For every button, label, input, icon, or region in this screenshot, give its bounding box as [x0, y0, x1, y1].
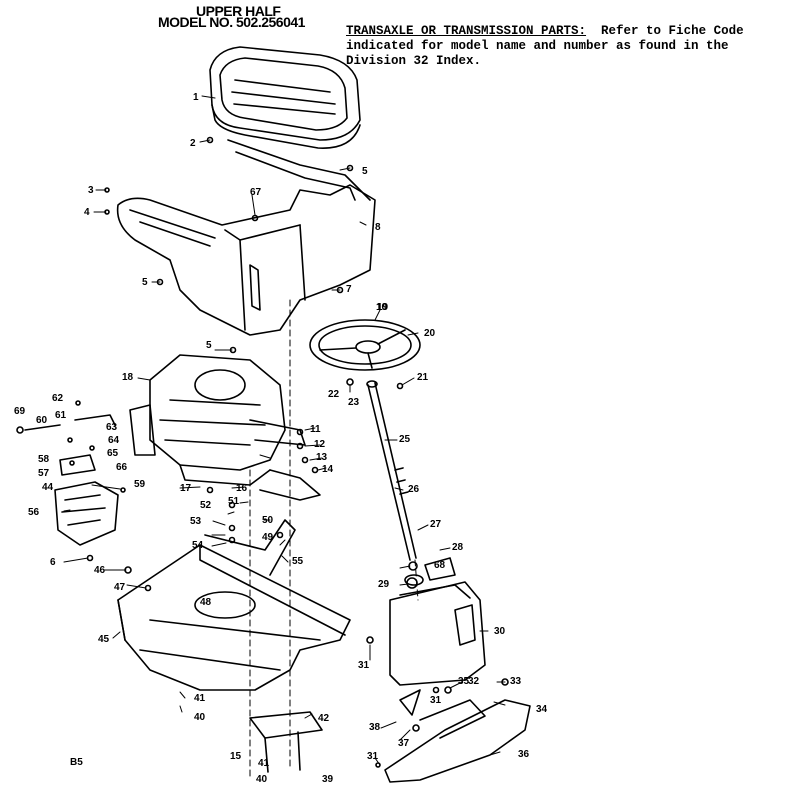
callout-41b: 41 [258, 758, 270, 769]
page-number: B5 [70, 757, 83, 768]
callout-54: 54 [192, 540, 204, 551]
callout-51: 51 [228, 496, 240, 507]
alignment-lines [249, 299, 419, 781]
callout-36: 36 [518, 749, 530, 760]
callout-18: 18 [122, 372, 134, 383]
seat-part [209, 46, 361, 149]
callout-26: 26 [408, 484, 420, 495]
callout-19: 19 [377, 302, 389, 313]
callout-10: 10 [376, 302, 388, 313]
callout-50: 50 [262, 515, 274, 526]
callout-25: 25 [399, 434, 411, 445]
callout-65: 65 [107, 448, 119, 459]
callout-5b: 5 [142, 277, 148, 288]
callout-37: 37 [398, 738, 410, 749]
lower-bracket-part [249, 711, 323, 773]
callout-31c: 31 [367, 751, 379, 762]
callout-57: 57 [38, 468, 50, 479]
console-part [389, 557, 486, 686]
callout-60: 60 [36, 415, 48, 426]
callout-56: 56 [28, 507, 40, 518]
callout-46: 46 [94, 565, 106, 576]
callout-29: 29 [378, 579, 390, 590]
callout-31a: 31 [358, 660, 370, 671]
callout-42: 42 [318, 713, 330, 724]
callout-59: 59 [134, 479, 146, 490]
callout-33: 33 [510, 676, 522, 687]
callout-5a: 5 [362, 166, 368, 177]
callout-64: 64 [108, 435, 120, 446]
callout-6: 6 [50, 557, 56, 568]
callout-11: 11 [310, 424, 321, 435]
callout-4: 4 [84, 207, 90, 218]
callout-30: 30 [494, 626, 506, 637]
hood-front-part [384, 689, 531, 783]
hardware-parts [16, 136, 509, 768]
callout-38: 38 [369, 722, 381, 733]
callout-21: 21 [417, 372, 429, 383]
callout-55: 55 [292, 556, 304, 567]
callout-39: 39 [322, 774, 334, 785]
steering-shaft-part [366, 380, 417, 561]
callout-28: 28 [452, 542, 464, 553]
callout-40a: 40 [194, 712, 206, 723]
callout-69: 69 [14, 406, 26, 417]
callout-52: 52 [200, 500, 212, 511]
callout-40b: 40 [256, 774, 268, 785]
callout-16: 16 [236, 483, 248, 494]
callout-44: 44 [42, 482, 54, 493]
leader-lines [63, 95, 506, 766]
callout-12: 12 [314, 439, 326, 450]
model-number: MODEL NO. 502.256041 [158, 14, 305, 30]
note-line3: Division 32 Index. [346, 54, 482, 68]
callout-58: 58 [38, 454, 50, 465]
callout-5c: 5 [206, 340, 212, 351]
callout-48: 48 [200, 597, 212, 608]
callout-67: 67 [250, 187, 262, 198]
callout-31b: 31 [430, 695, 442, 706]
callout-61: 61 [55, 410, 67, 421]
note-line1: Refer to Fiche Code [586, 24, 744, 38]
steering-wheel-part [309, 319, 421, 371]
callout-1: 1 [193, 92, 199, 103]
callout-35: 35 [458, 676, 470, 687]
diagram-title: UPPER HALF [196, 3, 281, 19]
callout-62: 62 [52, 393, 64, 404]
callout-8: 8 [375, 222, 381, 233]
carburetor-part [24, 414, 119, 546]
callout-63: 63 [106, 422, 118, 433]
callout-14: 14 [322, 464, 334, 475]
callout-7: 7 [346, 284, 352, 295]
callout-13: 13 [316, 452, 328, 463]
note-lead: TRANSAXLE OR TRANSMISSION PARTS: [346, 24, 587, 38]
callout-23: 23 [348, 397, 360, 408]
callout-66: 66 [116, 462, 128, 473]
callout-17: 17 [180, 483, 192, 494]
callout-47: 47 [114, 582, 126, 593]
callout-2: 2 [190, 138, 196, 149]
callout-32: 32 [468, 676, 480, 687]
callout-41a: 41 [194, 693, 206, 704]
note-line2: indicated for model name and number as f… [346, 39, 729, 53]
callout-20: 20 [424, 328, 436, 339]
callout-49: 49 [262, 532, 274, 543]
callout-labels: 1 2 3 4 5 5 5 7 8 10 11 12 13 14 15 16 1… [14, 92, 548, 785]
callout-3: 3 [88, 185, 94, 196]
callout-27: 27 [430, 519, 442, 530]
callout-34: 34 [536, 704, 548, 715]
callout-68: 68 [434, 560, 446, 571]
fender-panel-part [116, 139, 376, 336]
engine-part [129, 354, 321, 501]
callout-45: 45 [98, 634, 110, 645]
callout-22: 22 [328, 389, 340, 400]
callout-53: 53 [190, 516, 202, 527]
chassis-frame-part [117, 519, 351, 691]
fiche-note: TRANSAXLE OR TRANSMISSION PARTS: Refer t… [346, 24, 796, 69]
callout-15: 15 [230, 751, 242, 762]
